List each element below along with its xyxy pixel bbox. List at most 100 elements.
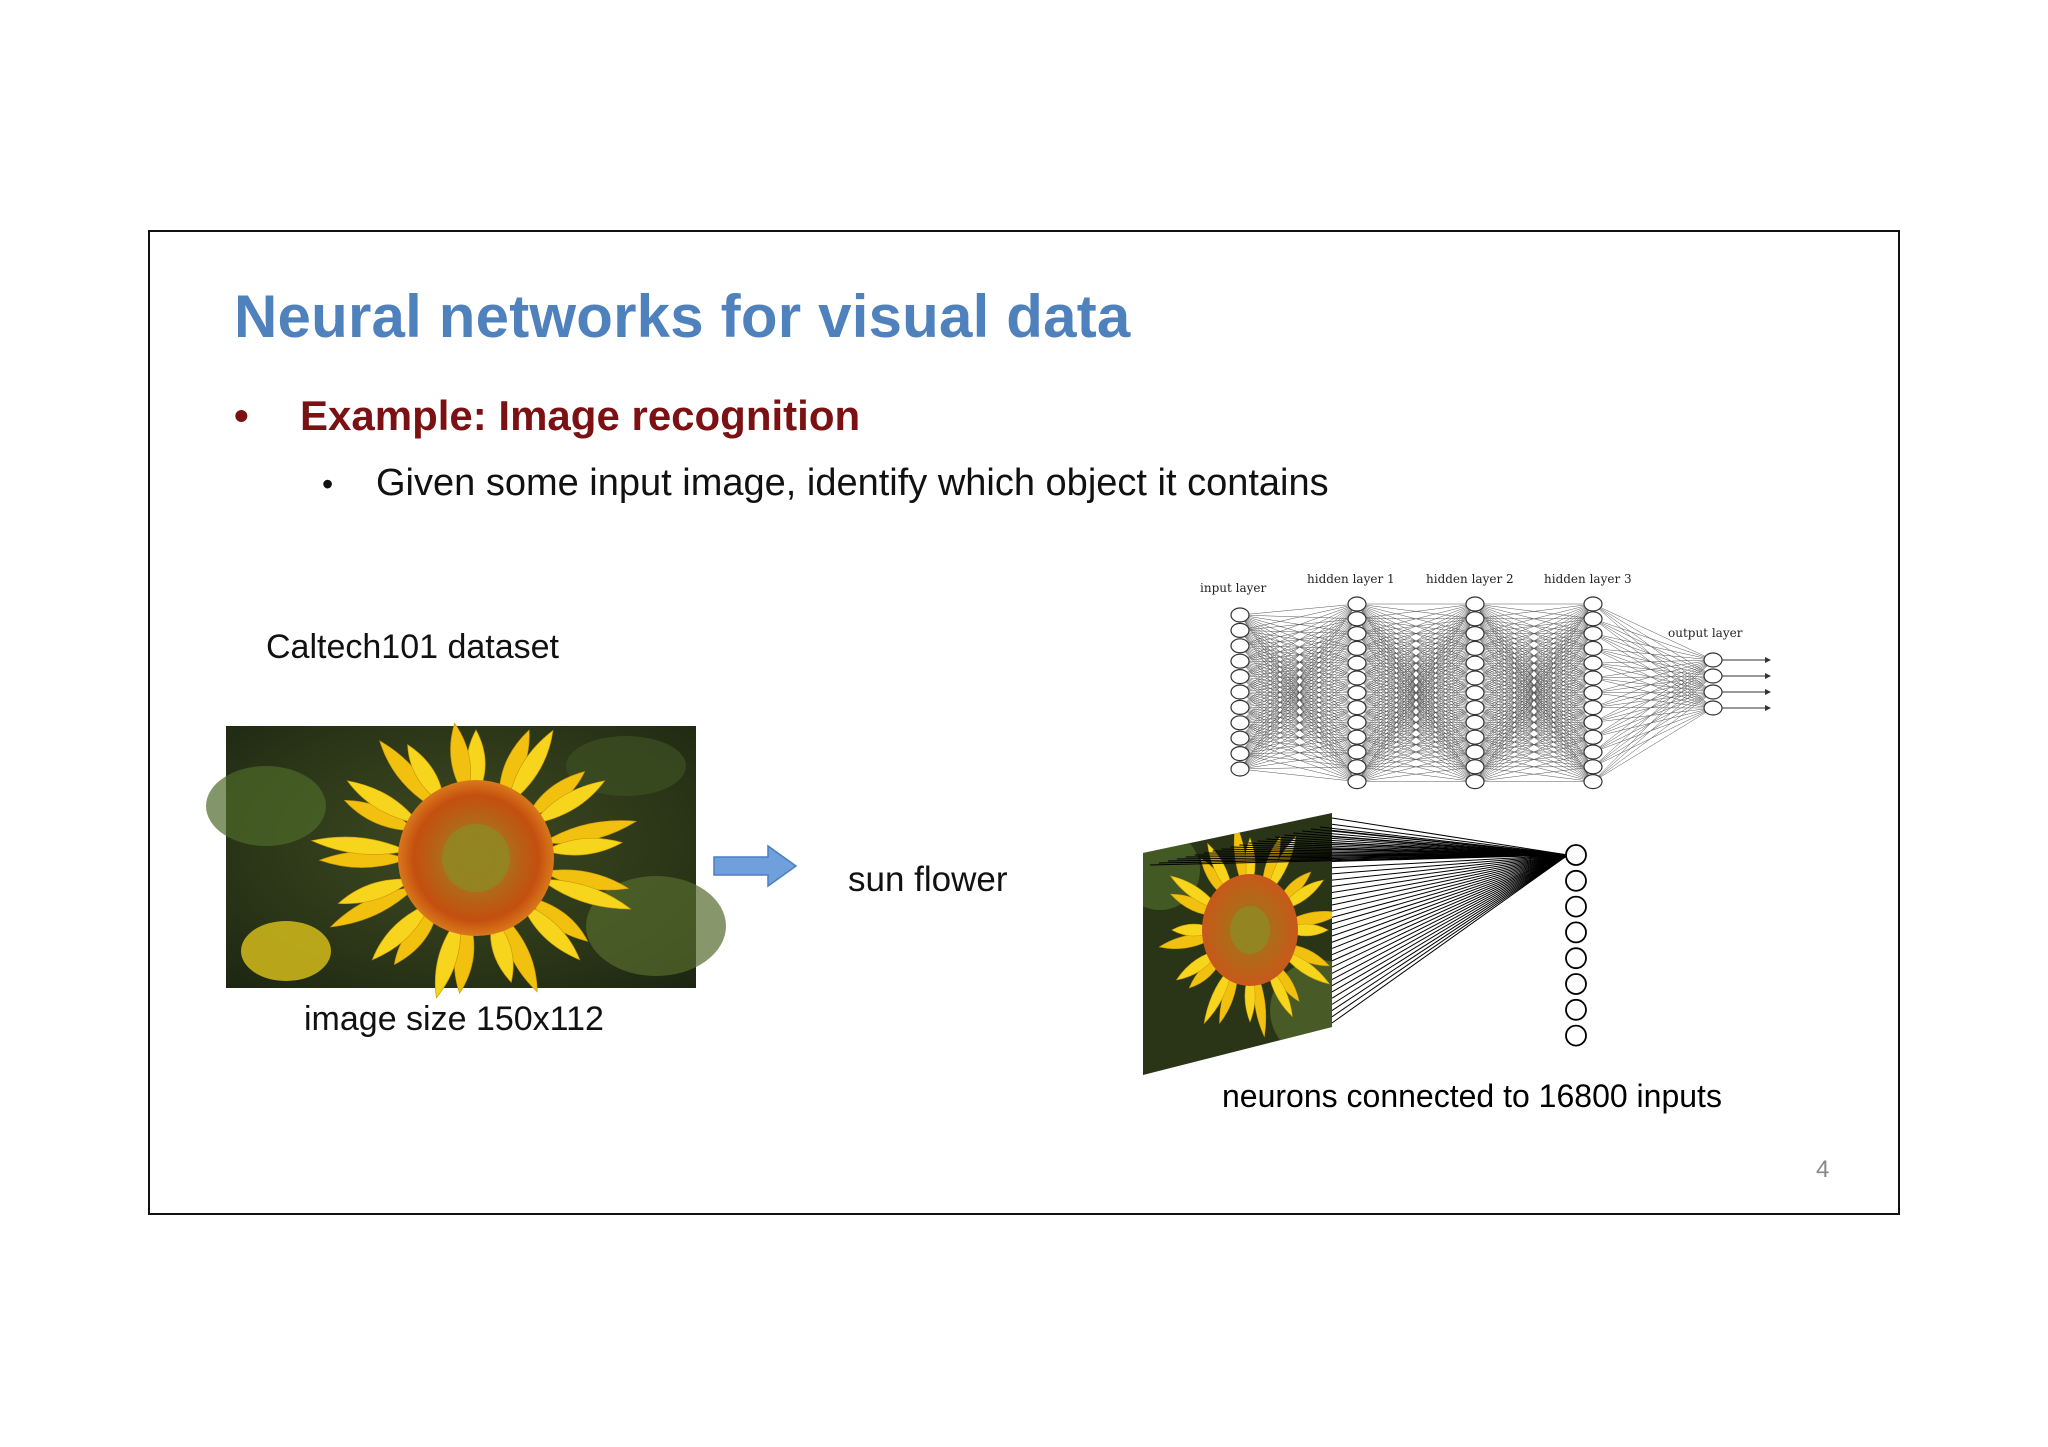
network-edge <box>1239 603 1358 616</box>
network-edge <box>1239 676 1358 679</box>
network-edge <box>1239 603 1358 754</box>
network-edge <box>1474 603 1594 664</box>
network-edge <box>1239 676 1358 753</box>
network-edge <box>1356 766 1476 782</box>
network-edge <box>1239 677 1358 724</box>
network-edge <box>1239 603 1358 662</box>
network-edge <box>1239 618 1358 647</box>
network-edge <box>1239 691 1358 782</box>
network-edge <box>1239 630 1358 634</box>
network-edge <box>1239 692 1358 708</box>
output-arrow-head <box>1765 673 1771 679</box>
network-edge <box>1239 660 1358 738</box>
network-edge <box>1592 707 1714 768</box>
network-edge <box>1239 677 1358 708</box>
neuron <box>1565 1024 1587 1047</box>
network-edge <box>1592 659 1714 767</box>
network-edge <box>1356 692 1476 782</box>
input-connection <box>1331 854 1569 987</box>
input-connection <box>1331 854 1569 993</box>
network-edge <box>1474 722 1594 782</box>
network-edge <box>1239 736 1358 754</box>
network-neuron <box>1465 611 1485 627</box>
network-edge <box>1356 603 1476 620</box>
network-neuron <box>1230 730 1250 746</box>
network-neuron <box>1583 685 1603 701</box>
network-neuron <box>1347 685 1367 701</box>
network-edge <box>1239 662 1358 693</box>
network-edge <box>1239 618 1358 770</box>
input-connection <box>1331 854 1569 925</box>
network-edge <box>1474 603 1594 767</box>
network-edge <box>1474 707 1594 782</box>
page-number: 4 <box>1816 1156 1830 1183</box>
network-edge <box>1239 633 1358 662</box>
network-edge <box>1239 660 1358 708</box>
network-edge <box>1356 603 1476 723</box>
network-neuron <box>1465 759 1485 775</box>
network-edge <box>1239 648 1358 677</box>
network-edge <box>1592 707 1714 782</box>
network-edge <box>1356 603 1476 634</box>
network-edge <box>1239 676 1358 738</box>
output-arrow-head <box>1765 705 1771 711</box>
network-edge <box>1592 659 1714 679</box>
network-edge <box>1592 677 1714 693</box>
network-neuron <box>1347 625 1367 642</box>
network-neuron <box>1465 700 1485 716</box>
network-edge <box>1239 648 1358 770</box>
network-edge <box>1474 603 1594 708</box>
network-edge <box>1356 618 1476 782</box>
network-edge <box>1356 603 1476 782</box>
network-edge <box>1356 707 1476 782</box>
neuron <box>1565 973 1587 995</box>
network-edge <box>1239 614 1358 620</box>
network-edge <box>1239 614 1358 664</box>
network-edge <box>1474 692 1594 782</box>
network-edge <box>1239 737 1358 768</box>
network-neuron <box>1347 611 1367 627</box>
network-edge <box>1239 751 1358 754</box>
sunflower-image <box>206 722 726 999</box>
slide-frame <box>148 230 1900 1215</box>
network-edge <box>1239 662 1358 708</box>
network-edge <box>1592 707 1714 753</box>
bullet-marker: • <box>322 466 334 502</box>
network-edge <box>1474 736 1594 782</box>
input-connection <box>1331 854 1569 968</box>
network-edge <box>1592 691 1714 782</box>
neuron <box>1565 844 1587 866</box>
network-edge <box>1592 659 1714 723</box>
layer-label-hidden-2: hidden layer 2 <box>1426 572 1514 586</box>
network-edge <box>1239 618 1358 631</box>
network-edge <box>1239 645 1358 679</box>
network-edge <box>1356 663 1476 782</box>
network-neuron <box>1230 668 1250 685</box>
network-neuron <box>1465 655 1485 671</box>
bullet-text: Given some input image, identify which o… <box>376 462 1329 504</box>
network-edge <box>1356 603 1476 767</box>
network-edge <box>1239 753 1358 782</box>
input-connection <box>1331 854 1569 949</box>
input-connection <box>1331 854 1569 956</box>
network-neuron <box>1703 684 1723 700</box>
input-connection <box>1331 854 1569 887</box>
network-neuron <box>1230 761 1250 777</box>
network-edge <box>1239 648 1358 662</box>
network-neuron <box>1465 729 1485 745</box>
network-edge <box>1592 659 1714 753</box>
input-connection <box>1331 854 1569 906</box>
input-connection <box>1331 854 1569 1024</box>
network-neuron <box>1347 744 1367 760</box>
network-edge <box>1474 603 1594 723</box>
input-connection <box>1331 854 1569 875</box>
network-neuron <box>1703 652 1723 668</box>
network-edge <box>1592 603 1714 709</box>
layer-label-hidden-1: hidden layer 1 <box>1307 572 1395 586</box>
network-edge <box>1592 618 1714 661</box>
network-neuron <box>1230 699 1250 715</box>
bullet-marker: • <box>234 392 249 439</box>
network-edge <box>1239 707 1358 782</box>
arrow-icon <box>713 844 798 888</box>
network-edge <box>1239 633 1358 647</box>
